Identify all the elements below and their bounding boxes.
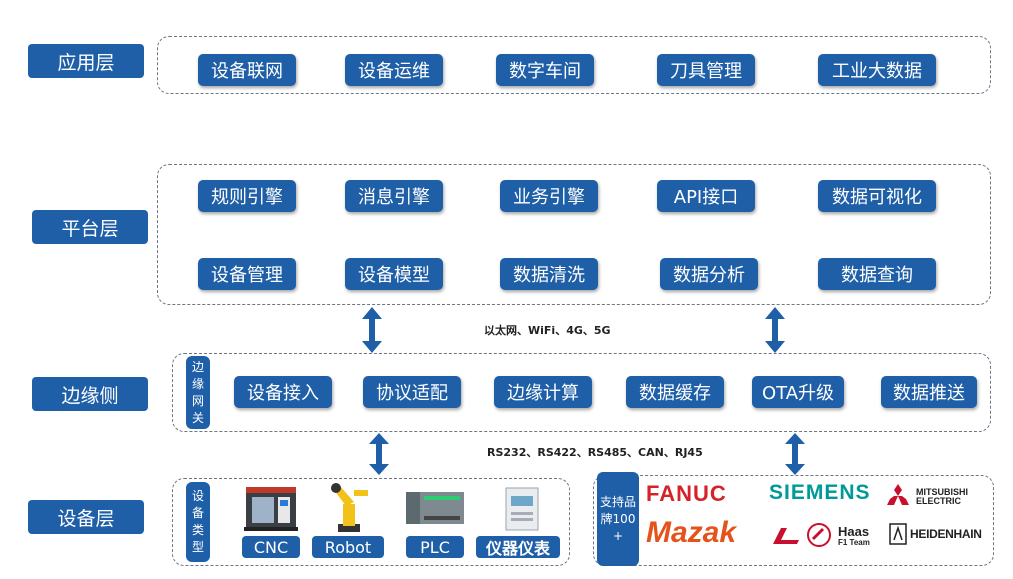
edge-item-device-access: 设备接入 (234, 376, 332, 408)
brand-fanuc-logo: FANUC (646, 481, 727, 506)
edge-item-edge-computing: 边缘计算 (494, 376, 592, 408)
app-item-tool-management: 刀具管理 (657, 54, 755, 86)
device-meter-label: 仪器仪表 (476, 536, 560, 558)
platform-item-device-management: 设备管理 (198, 258, 296, 290)
app-item-digital-workshop: 数字车间 (496, 54, 594, 86)
platform-item-data-analysis: 数据分析 (660, 258, 758, 290)
robot-arm-image (331, 483, 368, 532)
heidenhain-emblem-icon (889, 523, 907, 545)
device-types-box (172, 478, 570, 566)
arrow-edge-device-left (369, 433, 389, 475)
platform-item-api: API接口 (657, 180, 755, 212)
device-cnc-label: CNC (242, 536, 300, 558)
device-layer-label: 设备层 (28, 500, 144, 534)
platform-item-data-cleansing: 数据清洗 (500, 258, 598, 290)
arrow-platform-edge-left (362, 307, 382, 353)
brand-heidenhain-logo: HEIDENHAIN (910, 527, 982, 541)
platform-item-rule-engine: 规则引擎 (198, 180, 296, 212)
application-layer-label: 应用层 (28, 44, 144, 78)
app-item-industrial-big-data: 工业大数据 (818, 54, 936, 86)
brand-mazak-logo: Mazak (646, 516, 737, 549)
app-item-device-networking: 设备联网 (198, 54, 296, 86)
application-layer-box (157, 36, 991, 94)
device-plc-label: PLC (406, 536, 464, 558)
platform-layer-label: 平台层 (32, 210, 148, 244)
edge-item-data-cache: 数据缓存 (626, 376, 724, 408)
brands-box (593, 475, 994, 566)
edge-item-ota-upgrade: OTA升级 (752, 376, 844, 408)
brand-siemens-logo: SIEMENS (769, 481, 871, 504)
brand-haas-logo: Haas (838, 524, 870, 539)
platform-item-message-engine: 消息引擎 (345, 180, 443, 212)
platform-item-data-query: 数据查询 (818, 258, 936, 290)
edge-item-data-push: 数据推送 (881, 376, 977, 408)
haas-logo-icon (773, 528, 799, 544)
haas-f1-emblem-icon (807, 523, 831, 547)
plc-image (406, 492, 464, 524)
edge-gateway-label: 边缘网关 (186, 356, 210, 429)
platform-item-data-visualization: 数据可视化 (818, 180, 936, 212)
platform-item-device-model: 设备模型 (345, 258, 443, 290)
app-item-device-maintenance: 设备运维 (345, 54, 443, 86)
brand-haas-subtitle: F1 Team (838, 538, 870, 547)
edge-item-protocol-adaptation: 协议适配 (363, 376, 461, 408)
protocol-label-lower: RS232、RS422、RS485、CAN、RJ45 (487, 446, 703, 459)
brands-support-label: 支持品牌100+ (597, 472, 639, 566)
device-robot-label: Robot (312, 536, 384, 558)
protocol-label-upper: 以太网、WiFi、4G、5G (484, 324, 611, 337)
edge-layer-box (172, 353, 991, 432)
mitsubishi-diamonds-icon (887, 484, 909, 505)
device-type-label: 设备类型 (186, 482, 210, 562)
cnc-machine-image (244, 487, 298, 531)
platform-item-business-engine: 业务引擎 (500, 180, 598, 212)
arrow-platform-edge-right (765, 307, 785, 353)
brand-mitsubishi-logo: MITSUBISHI ELECTRIC (916, 487, 969, 506)
platform-layer-box (157, 164, 991, 305)
arrow-edge-device-right (785, 433, 805, 475)
edge-layer-label: 边缘侧 (32, 377, 148, 411)
meter-image (505, 487, 539, 531)
